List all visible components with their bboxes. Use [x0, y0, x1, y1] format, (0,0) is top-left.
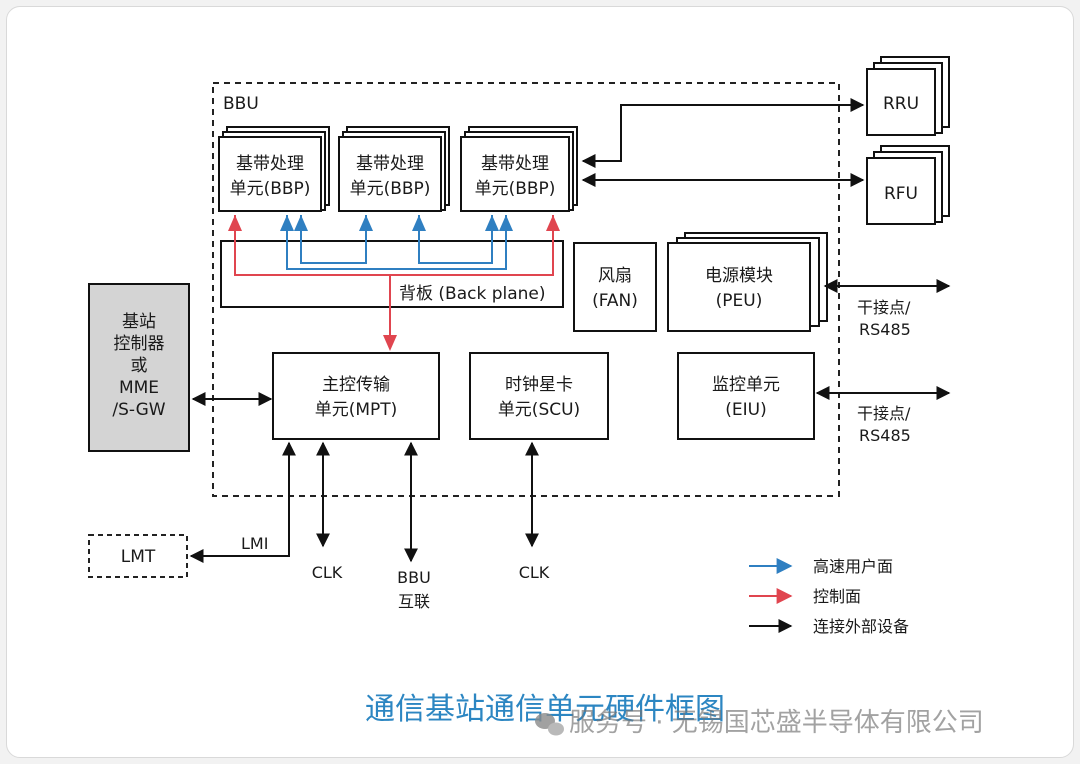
- rfu-unit: RFU: [866, 145, 950, 225]
- blue-arrowhead: [280, 215, 294, 231]
- bbp-2-line1: 基带处理: [356, 154, 424, 174]
- link-mpt-lmt: [189, 441, 296, 563]
- wechat-icon: [535, 713, 564, 736]
- red-arrowhead: [228, 215, 242, 231]
- lmt-label: LMT: [121, 547, 156, 567]
- red-arrowhead: [383, 335, 397, 351]
- user-plane-links: [286, 215, 507, 270]
- bbu-interconnect-line2: 互联: [398, 592, 430, 611]
- mpt-line2: 单元(MPT): [315, 400, 398, 420]
- link-bbp-rru: [581, 98, 865, 168]
- peu-line2: (PEU): [716, 291, 763, 311]
- bbp-2-line2: 单元(BBP): [350, 179, 431, 199]
- blue-arrowhead: [294, 215, 308, 231]
- scu-line2: 单元(SCU): [498, 400, 580, 420]
- dry-contact-2-line2: RS485: [859, 426, 911, 445]
- bbp-1-line2: 单元(BBP): [230, 179, 311, 199]
- mpt-box: [272, 352, 440, 440]
- rru-label: RRU: [883, 94, 919, 114]
- eiu-box: [677, 352, 815, 440]
- peu-line1: 电源模块: [705, 266, 773, 286]
- bbp-board-2: 基带处理 单元(BBP): [338, 126, 450, 212]
- bbp-board-1: 基带处理 单元(BBP): [218, 126, 330, 212]
- blue-arrowhead: [359, 215, 373, 231]
- legend-label-external: 连接外部设备: [813, 617, 909, 636]
- lmt-box: [88, 534, 188, 578]
- blue-arrowhead: [499, 215, 513, 231]
- fan-line2: (FAN): [592, 291, 638, 311]
- dry-contact-2-line1: 干接点/: [857, 404, 911, 423]
- fan-box: [573, 242, 657, 332]
- controller-line: 或: [131, 356, 148, 376]
- peu-module: 电源模块 (PEU): [667, 232, 828, 332]
- backplane-label: 背板 (Back plane): [399, 284, 546, 304]
- controller-box: [88, 283, 190, 452]
- red-arrowhead: [546, 215, 560, 231]
- legend-label-control-plane: 控制面: [813, 587, 861, 606]
- controller-line: MME: [119, 378, 159, 398]
- hardware-block-diagram: BBU 基带处理 单元(BBP) 基带处理 单元(BBP) 基带处理 单元(BB…: [88, 56, 984, 738]
- rru-unit: RRU: [866, 56, 950, 136]
- controller-line: 控制器: [114, 334, 165, 354]
- bbu-frame: [212, 82, 840, 497]
- eiu-line2: (EIU): [725, 400, 766, 420]
- fan-line1: 风扇: [598, 266, 632, 286]
- rfu-label: RFU: [884, 184, 918, 204]
- legend-label-user-plane: 高速用户面: [813, 557, 893, 576]
- clk-1-label: CLK: [312, 563, 343, 582]
- bbp-3-line2: 单元(BBP): [475, 179, 556, 199]
- bbp-3-line1: 基带处理: [481, 154, 549, 174]
- user-plane-arrowheads: [280, 215, 513, 231]
- legend: 高速用户面 控制面 连接外部设备: [749, 557, 909, 636]
- blue-arrowhead: [485, 215, 499, 231]
- eiu-line1: 监控单元: [712, 375, 780, 395]
- bbu-interconnect-line1: BBU: [397, 568, 431, 587]
- bbu-label: BBU: [223, 94, 259, 114]
- dry-contact-1-line2: RS485: [859, 320, 911, 339]
- control-plane-arrowheads: [228, 215, 560, 351]
- clk-2-label: CLK: [519, 563, 550, 582]
- diagram-card: BBU 基带处理 单元(BBP) 基带处理 单元(BBP) 基带处理 单元(BB…: [6, 6, 1074, 758]
- watermark-text: 服务号 · 无锡国芯盛半导体有限公司: [569, 708, 984, 738]
- lmi-label: LMI: [241, 534, 268, 553]
- mpt-line1: 主控传输: [322, 375, 390, 395]
- control-plane-links: [234, 215, 554, 346]
- bbp-1-line1: 基带处理: [236, 154, 304, 174]
- controller-line: /S-GW: [112, 400, 165, 420]
- controller-line: 基站: [122, 312, 156, 332]
- scu-box: [469, 352, 609, 440]
- external-links: [189, 98, 951, 563]
- scu-line1: 时钟星卡: [505, 375, 573, 395]
- blue-arrowhead: [412, 215, 426, 231]
- watermark: 服务号 · 无锡国芯盛半导体有限公司: [535, 708, 984, 738]
- bbp-board-3: 基带处理 单元(BBP): [460, 126, 578, 212]
- dry-contact-1-line1: 干接点/: [857, 298, 911, 317]
